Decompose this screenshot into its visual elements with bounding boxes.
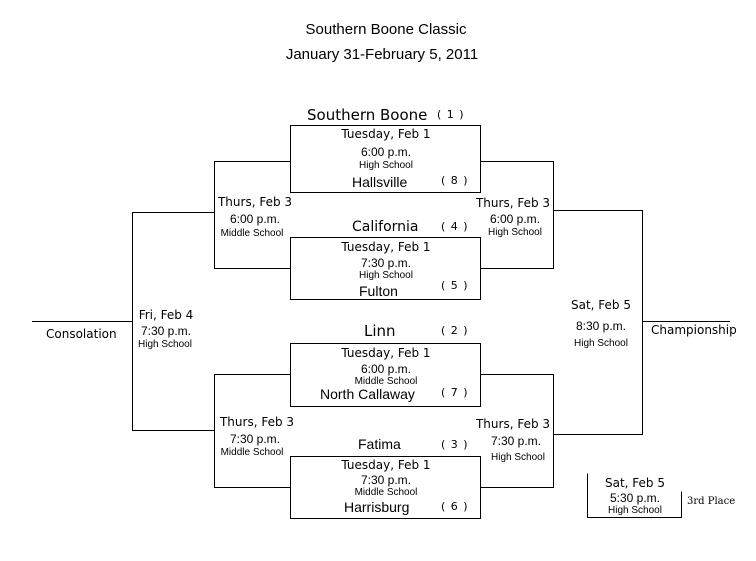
page-title: Southern Boone Classic xyxy=(305,21,467,38)
page-subtitle-dates: January 31-February 5, 2011 xyxy=(285,46,479,63)
game-day: Thurs, Feb 3 xyxy=(219,415,295,429)
team-seed: ( 3 ) xyxy=(441,438,469,451)
game-day: Thurs, Feb 3 xyxy=(475,417,551,431)
game-level: High School xyxy=(491,452,545,463)
game-time: 6:00 p.m. xyxy=(489,212,541,226)
team-name: Linn xyxy=(364,322,396,340)
team-name: Fulton xyxy=(359,283,398,299)
game-time: 5:30 p.m. xyxy=(609,491,661,505)
team-name: Southern Boone xyxy=(307,106,428,124)
team-seed: ( 7 ) xyxy=(441,386,469,399)
team-name: Harrisburg xyxy=(344,499,410,515)
game-time: 8:30 p.m. xyxy=(575,319,627,333)
team-seed: ( 8 ) xyxy=(441,174,469,187)
bracket-line-cons-2 xyxy=(214,374,291,488)
team-seed: ( 1 ) xyxy=(437,108,465,121)
game-time: 6:00 p.m. xyxy=(229,212,281,226)
game-level: High School xyxy=(359,270,413,281)
game-level: Middle School xyxy=(220,228,284,239)
game-level: High School xyxy=(138,339,192,350)
third-place-label: 3rd Place xyxy=(687,496,736,507)
game-day: Tuesday, Feb 1 xyxy=(341,127,431,141)
team-name: North Callaway xyxy=(320,386,415,402)
game-time: 7:30 p.m. xyxy=(490,434,542,448)
game-time: 7:30 p.m. xyxy=(360,256,412,270)
game-level: Middle School xyxy=(354,376,418,387)
game-level: High School xyxy=(574,338,628,349)
game-day: Sat, Feb 5 xyxy=(571,298,631,312)
game-level: High School xyxy=(608,505,662,516)
game-day: Sat, Feb 5 xyxy=(605,476,665,490)
game-time: 7:30 p.m. xyxy=(229,432,281,446)
bracket-line-semi-2 xyxy=(480,374,554,488)
game-day: Tuesday, Feb 1 xyxy=(341,458,431,472)
team-seed: ( 2 ) xyxy=(441,324,469,337)
game-day: Thurs, Feb 3 xyxy=(217,195,293,209)
game-level: Middle School xyxy=(354,487,418,498)
bracket-line-cons-1 xyxy=(214,161,291,269)
game-day: Tuesday, Feb 1 xyxy=(341,346,431,360)
team-name: Hallsville xyxy=(352,174,408,190)
bracket-line-final xyxy=(553,210,643,435)
game-day: Thurs, Feb 3 xyxy=(475,196,551,210)
team-seed: ( 4 ) xyxy=(441,220,469,233)
game-level: High School xyxy=(359,160,413,171)
team-name: Fatima xyxy=(358,436,401,452)
championship-label: Championship xyxy=(651,323,737,337)
game-day: Tuesday, Feb 1 xyxy=(341,240,431,254)
team-seed: ( 5 ) xyxy=(441,279,469,292)
game-time: 6:00 p.m. xyxy=(360,145,412,159)
game-level: High School xyxy=(488,227,542,238)
consolation-label: Consolation xyxy=(46,327,117,341)
game-box-1 xyxy=(290,125,481,193)
bracket-line-semi-1 xyxy=(480,161,554,269)
game-level: Middle School xyxy=(220,447,284,458)
game-time: 7:30 p.m. xyxy=(360,473,412,487)
game-day: Fri, Feb 4 xyxy=(138,308,194,322)
game-time: 7:30 p.m. xyxy=(140,324,192,338)
bracket-line-third xyxy=(587,473,682,518)
team-name: California xyxy=(352,219,419,235)
team-seed: ( 6 ) xyxy=(441,500,469,513)
game-time: 6:00 p.m. xyxy=(360,362,412,376)
